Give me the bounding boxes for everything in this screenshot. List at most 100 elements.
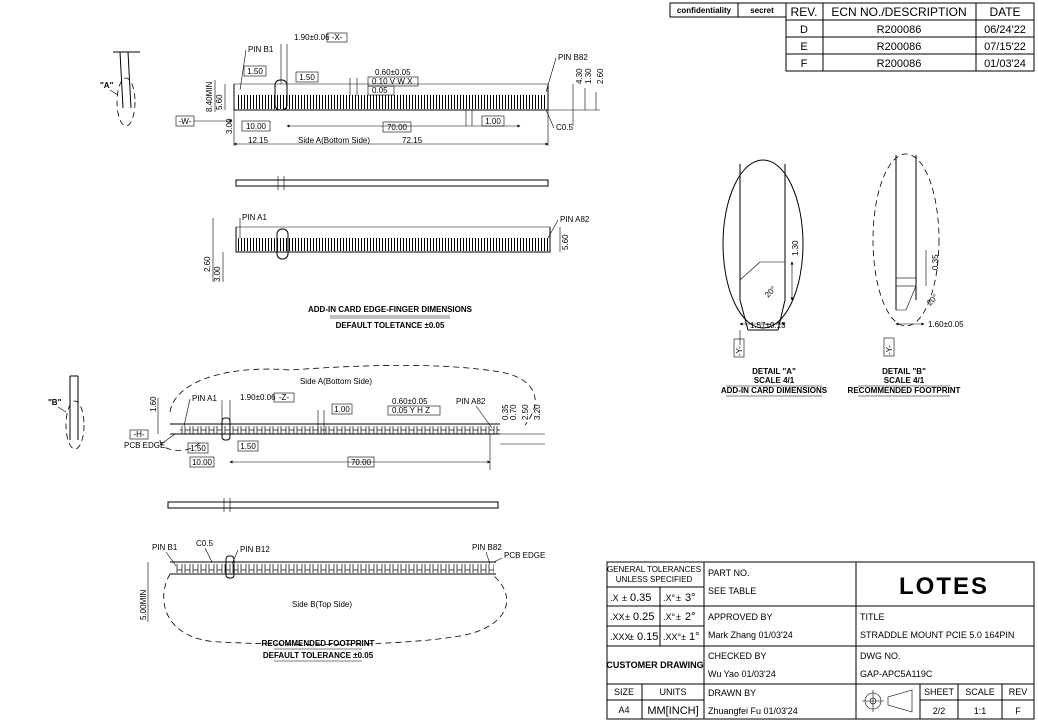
dim-150b: 1.50 (240, 442, 256, 451)
dim-7215: 72.15 (402, 136, 423, 145)
detail-a-scale: SCALE 4/1 (754, 376, 795, 385)
checked-label: CHECKED BY (708, 651, 767, 661)
svg-text:±: ± (676, 593, 681, 603)
pin-a82-label: PIN A82 (560, 215, 590, 224)
title-value: STRADDLE MOUNT PCIE 5.0 164PIN (860, 630, 1014, 640)
key-slot (276, 228, 289, 260)
units-value: MM[INCH] (647, 705, 698, 717)
lotes-logo: LOTES (899, 573, 989, 600)
customer-drawing-label: CUSTOMER DRAWING (606, 660, 703, 670)
card-edge-view (235, 176, 549, 190)
rev-cell: E (800, 41, 807, 53)
dim-260: 2.60 (596, 68, 605, 84)
detail-a-dim-157: 1.57±0.13 (750, 321, 786, 330)
detail-b: 0.35 20° 1.60±0.05 -Y- DETAIL "B" SCALE … (848, 153, 964, 397)
view-a2-card-edge: PIN A1 PIN A82 2.60 3.00 5.60 (203, 213, 590, 282)
dim-150a: 1.50 (190, 444, 206, 453)
dwg-no-value: GAP-APC5A119C (860, 669, 933, 679)
tol-ang1-value: 3° (685, 592, 696, 604)
rev-value: F (1015, 706, 1021, 716)
dim-c05: C0.5 (196, 539, 213, 548)
dim-320: 3.20 (533, 404, 542, 420)
detail-b-dim-160: 1.60±0.05 (928, 320, 964, 329)
tol-x-label: .X (610, 593, 619, 603)
detail-a-desc: ADD-IN CARD DIMENSIONS (721, 386, 828, 395)
svg-text:±: ± (676, 612, 681, 622)
dim-260: 2.60 (203, 256, 212, 272)
detail-b-datum: -Y- (885, 345, 894, 355)
datum-h-label: -H- (133, 430, 144, 439)
footprint-edge-view (167, 498, 499, 512)
tol-xxx-value: 0.15 (637, 631, 658, 643)
pin-b82-label: PIN B82 (558, 53, 588, 62)
date-cell: 06/24'22 (984, 24, 1026, 36)
gen-tol-line1: GENERAL TOLERANCES (607, 565, 701, 574)
detail-b-dim-035: 0.35 (931, 254, 940, 270)
drawn-value: Zhuangfei Fu 01/03'24 (708, 706, 798, 716)
detail-b-scale: SCALE 4/1 (884, 376, 925, 385)
detail-b-tag: "B" (48, 398, 62, 407)
dim-840: 8.40MIN (205, 82, 214, 112)
dim-560: 5.60 (561, 234, 570, 250)
datum-w-label: -W- (179, 117, 192, 126)
size-value: A4 (618, 705, 629, 715)
rev-label: REV (1009, 687, 1028, 697)
tol-xx-value: 0.25 (633, 611, 654, 623)
pcb-edge-label: PCB EDGE (124, 441, 165, 450)
tol-ang2-label: .X° (663, 612, 676, 622)
svg-text:-Z-: -Z- (279, 393, 290, 402)
dim-100: 1.00 (334, 405, 350, 414)
date-header: DATE (989, 5, 1020, 19)
dim-190: 1.90±0.06 (294, 33, 330, 42)
card-outline (233, 84, 549, 111)
tol-ang3-value: 1° (689, 631, 700, 643)
pcb-edge-label: PCB EDGE (504, 551, 545, 560)
footprint-pads (180, 426, 500, 434)
dwg-no-label: DWG NO. (860, 651, 901, 661)
scale-label: SCALE (965, 687, 995, 697)
view-b-footprint: "B" Side A(Bottom Side) -H- PCB EDGE 1.6… (48, 364, 545, 470)
dim-300: 3.00 (225, 118, 234, 134)
tol-xxx-label: .XXX (610, 632, 631, 642)
date-cell: 07/15'22 (984, 41, 1026, 53)
approved-label: APPROVED BY (708, 612, 773, 622)
side-a-label: Side A(Bottom Side) (300, 377, 372, 386)
tol-ang3-label: .XX° (663, 632, 682, 642)
dim-250: 2.50 (521, 404, 530, 420)
ecn-cell: R200086 (877, 41, 922, 53)
detail-b-desc: RECOMMENDED FOOTPRINT (848, 386, 961, 395)
tol-x-value: 0.35 (630, 592, 651, 604)
title-block: GENERAL TOLERANCES UNLESS SPECIFIED .X ±… (606, 561, 1035, 720)
part-no-label: PART NO. (708, 568, 750, 578)
rev-cell: F (801, 58, 808, 70)
confidentiality-header: confidentiality secret (669, 2, 787, 18)
footprint-note-title: RECOMMENDED FOOTPRINT (262, 639, 375, 648)
dim-070: 0.70 (509, 404, 518, 420)
detail-a-tag: "A" (100, 81, 114, 90)
dim-c05: C0.5 (556, 123, 573, 132)
detail-b-callout: "B" (48, 375, 85, 450)
pin-b82-label: PIN B82 (472, 543, 502, 552)
view-a-card-edge: "A" -W- PIN B1 PIN B82 1.90±0.06 -X- 1.5… (100, 32, 605, 146)
pin-b12-label: PIN B12 (240, 545, 270, 554)
side-a-label: Side A(Bottom Side) (298, 136, 370, 145)
dim-130: 1.30 (584, 68, 593, 84)
ecn-cell: R200086 (877, 58, 922, 70)
date-cell: 01/03'24 (984, 58, 1026, 70)
dim-1000: 10.00 (246, 122, 267, 131)
detail-a-angle: 20° (763, 284, 778, 299)
pin-a82-label: PIN A82 (456, 397, 486, 406)
dim-300: 3.00 (213, 266, 222, 282)
dim-160: 1.60 (149, 396, 158, 412)
detail-b-angle: 20° (925, 292, 940, 307)
svg-text:0.05 Y H Z: 0.05 Y H Z (392, 406, 430, 415)
pin-a1-label: PIN A1 (192, 394, 217, 403)
pin-b1-label: PIN B1 (248, 45, 274, 54)
dim-500: 5.00MIN (139, 590, 148, 620)
key-slot (221, 417, 231, 441)
dim-7000: 70.00 (351, 458, 372, 467)
approved-value: Mark Zhang 01/03'24 (708, 630, 793, 640)
confidentiality-label: confidentiality (677, 6, 732, 15)
detail-a-datum: -Y- (735, 346, 744, 356)
